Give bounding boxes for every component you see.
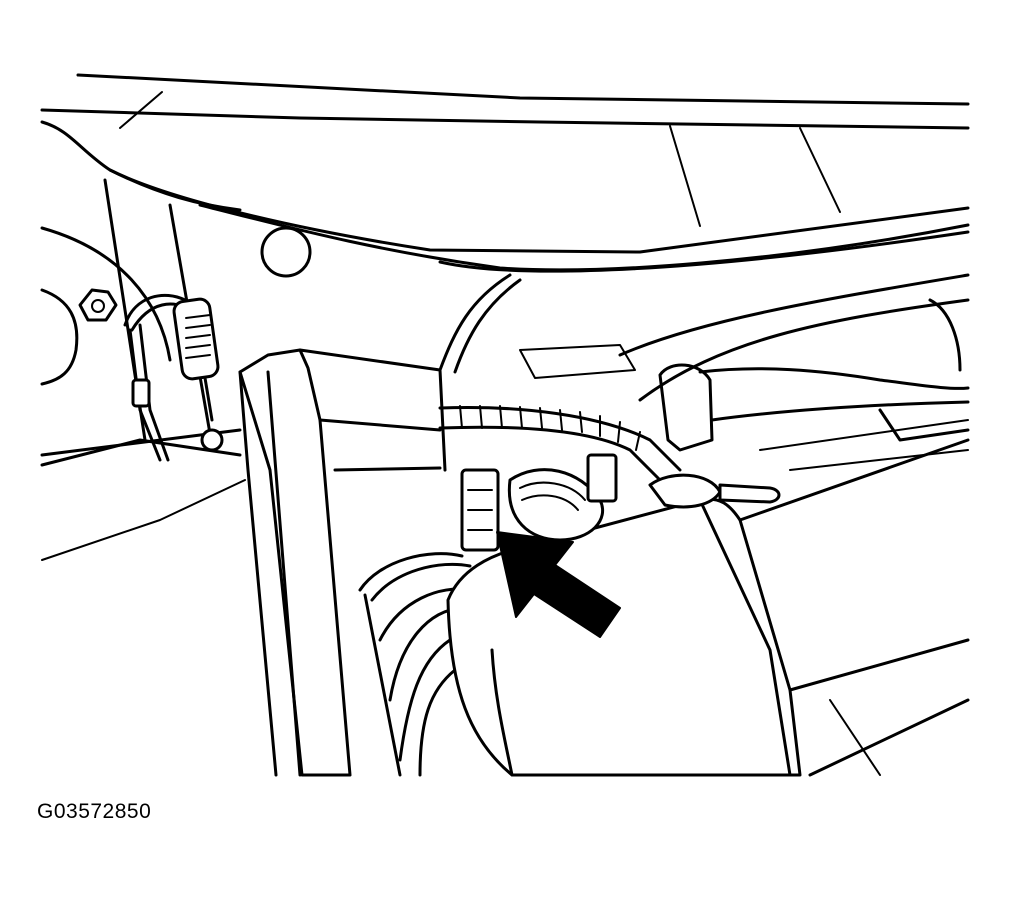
upper-hoses (519, 273, 970, 471)
figure-code: G03572850 (37, 800, 152, 823)
radiator-support (238, 348, 447, 777)
engine-compartment-illustration (40, 73, 970, 777)
strut-tower (40, 178, 312, 561)
hood-panel (40, 73, 970, 273)
sensor-wiring (78, 288, 220, 462)
fender-grommet (260, 226, 312, 278)
location-arrow (496, 531, 621, 638)
wiring-harness (438, 273, 781, 552)
